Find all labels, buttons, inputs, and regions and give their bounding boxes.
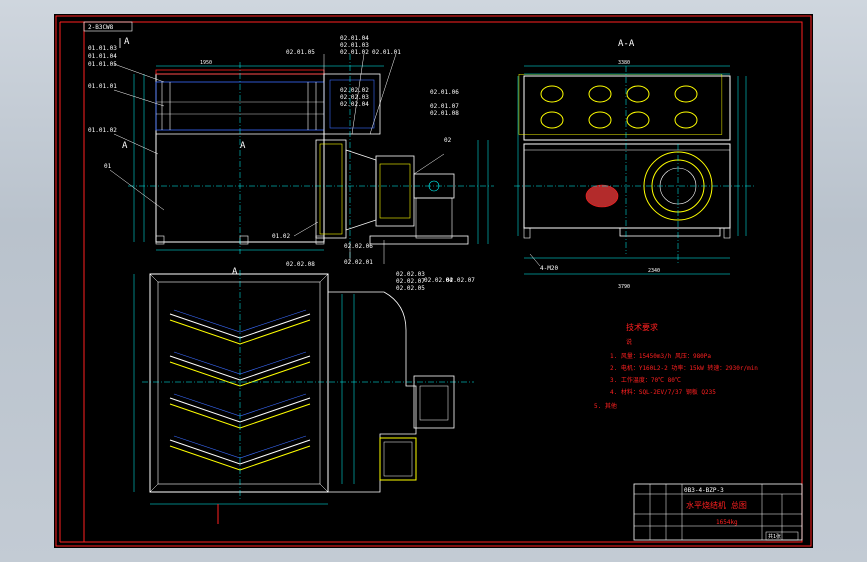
view-title-aa: A-A <box>618 39 635 49</box>
front-view: A A A A <box>109 37 494 277</box>
part-label: 02.01.06 <box>430 89 459 96</box>
note-line: 4. 材料：SQL-2EV/7/37 钢板 Q235 <box>610 388 716 396</box>
section-mark-a3: A <box>232 267 238 277</box>
part-label: 02.02.07 <box>446 277 475 284</box>
part-label: 02.02.01 <box>344 259 373 266</box>
part-label: 02 <box>444 137 452 144</box>
part-label: 01.01.03 <box>88 45 117 52</box>
part-label: 02.01.01 <box>372 49 401 56</box>
part-label: 02.01.08 <box>430 110 459 117</box>
part-label: 01.01.04 <box>88 53 117 60</box>
part-label: 01.01.01 <box>88 83 117 90</box>
part-label: 01.01.02 <box>88 127 117 134</box>
section-mark-a2: A <box>122 141 128 151</box>
notes-heading: 技术要求 <box>626 322 658 332</box>
part-label: 01.02 <box>272 233 290 240</box>
part-label: 02.02.06 <box>344 243 373 250</box>
note-line: 5. 其他 <box>594 402 617 410</box>
drawing-name: 水平烧结机 总图 <box>686 500 747 510</box>
part-label: 02.02.03 <box>340 94 369 101</box>
part-label: 02.01.02 <box>340 49 369 56</box>
drawing-border <box>83 21 803 543</box>
drawing-weight: 1654kg <box>716 519 738 526</box>
part-label: 02.01.03 <box>340 42 369 49</box>
part-label: 02.01.04 <box>340 35 369 42</box>
part-label: 01.01.05 <box>88 61 117 68</box>
part-label: 02.01.07 <box>430 103 459 110</box>
note-line: 2. 电机：Y160L2-2 功率：15kW 转速：2930r/min <box>610 364 758 372</box>
note-line: 1. 风量：15450m3/h 风压：980Pa <box>610 353 711 360</box>
sheet-count: 共1张 <box>768 533 781 540</box>
cad-viewport[interactable]: 2-B3CW8 <box>54 14 813 548</box>
section-mark-a1: A <box>124 37 130 47</box>
dim-front-label: 1950 <box>200 60 212 66</box>
part-label: 02.02.08 <box>286 261 315 268</box>
dim-total-label: 3790 <box>618 284 630 290</box>
part-label: 02.02.05 <box>396 285 425 292</box>
notes-sub: 说 <box>626 338 632 346</box>
dim-width-label: 3380 <box>618 60 630 66</box>
part-label: 01 <box>104 163 112 170</box>
note-line: 3. 工作温度：70℃ 80℃ <box>610 376 681 384</box>
part-label: 02.02.04 <box>340 101 369 108</box>
part-label: 02.02.02 <box>340 87 369 94</box>
anchor-bolt-label: 4-M20 <box>540 265 558 272</box>
part-label: 02.02.03 <box>396 271 425 278</box>
part-label: 02.02.04 <box>424 277 453 284</box>
part-label: 02.02.07 <box>396 278 425 285</box>
drawing-number: 0B3-4-BZP-3 <box>684 487 724 494</box>
drawing-code-label: 2-B3CW8 <box>88 24 114 31</box>
part-label: 02.01.05 <box>286 49 315 56</box>
section-mark-a4: A <box>240 141 246 151</box>
section-view-aa <box>514 65 754 275</box>
plan-view <box>133 270 474 524</box>
outer-frame <box>55 15 812 547</box>
dim-base-label: 2340 <box>648 268 660 274</box>
drawing-canvas[interactable]: 2-B3CW8 <box>54 14 813 548</box>
title-block <box>633 483 803 541</box>
